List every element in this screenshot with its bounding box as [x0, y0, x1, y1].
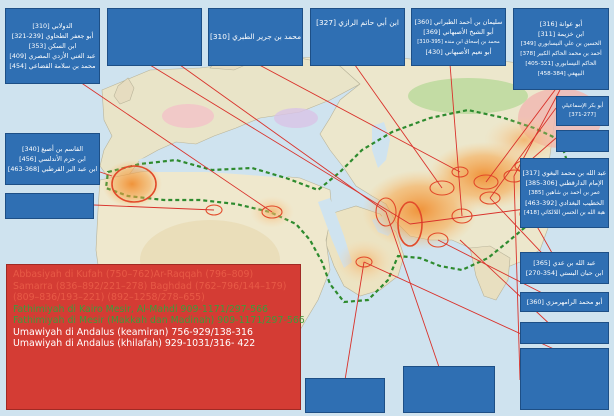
label-box-top6: أبو عوانة [316] ابن خزيمة [311] الحسين ب… [513, 8, 609, 90]
legend-line-6: Umawiyah di Andalus (keamiran) 756-929/1… [13, 326, 253, 338]
label-line: ابن حبان البستي [354-270] [525, 269, 604, 277]
legend-line-3: (809–836/193–221) (892–1258/278–655) [13, 292, 205, 303]
label-box-left2 [5, 193, 94, 219]
label-line: عبد الله بن محمد البغوي [317] [522, 169, 607, 177]
marker-nishapur [473, 174, 499, 190]
marker-jurjan [479, 191, 501, 205]
label-box-top4-lines: ابن أبي حاتم الرازي [327] [311, 9, 404, 65]
dynasty-legend: Abbasiyah di Kufah (750–762)Ar-Raqqah (7… [6, 264, 305, 410]
purple-region [274, 108, 318, 128]
label-box-top1-lines: الدولابي [310] أبو جعفر الطحاوي [239-321… [6, 9, 99, 83]
britain-land [113, 77, 135, 105]
connector-right7b [513, 175, 521, 381]
label-box-right5-lines: أبو محمد الرامهرمزي [360] [521, 293, 608, 311]
glow-andalus [102, 160, 162, 208]
label-box-right6 [520, 322, 609, 344]
label-box-left1: القاسم بن أصبغ [340] ابن حزم الأندلسي [4… [5, 133, 100, 185]
label-box-right4-lines: عبد الله بن عدي [365] ابن حبان البستي [3… [521, 253, 608, 283]
india-land [469, 245, 511, 301]
label-box-bottom1 [305, 378, 385, 413]
label-line: عمر بن أحمد بن شاهين [385] [528, 190, 601, 196]
label-line: البيهقي [384-458] [537, 71, 585, 77]
connector-top6b [485, 89, 556, 183]
label-box-left1-lines: القاسم بن أصبغ [340] ابن حزم الأندلسي [4… [6, 134, 99, 184]
label-line: ابن حزم الأندلسي [456] [19, 155, 86, 163]
marker-tabaristan [451, 166, 469, 178]
label-line: محمد بن إسحاق ابن منده [395-310] [417, 39, 500, 45]
connector-top3 [249, 59, 461, 173]
legend-line-4: Fathimiyah di Kairo Mesir, Al-Mahdi 909-… [13, 303, 269, 315]
label-box-right1-lines: أبو بكر الإسماعيلي [277-371] [557, 97, 608, 125]
label-line: أبو الشيخ الأصبهاني [369] [423, 28, 494, 36]
label-box-top2 [107, 8, 202, 66]
label-box-top3: محمد بن جرير الطبري [310] [208, 8, 303, 66]
black-sea [276, 124, 316, 142]
connector-left2 [93, 204, 215, 211]
label-box-right1: أبو بكر الإسماعيلي [277-371] [556, 96, 609, 126]
label-line: القاسم بن أصبغ [340] [22, 145, 83, 153]
label-line: عبد الله بن عدي [365] [533, 259, 596, 267]
legend-line-5: Fathimiyah di Mesir (Makkah dan Madinah)… [13, 315, 305, 326]
marker-basra [427, 232, 449, 248]
legend-line-2: Samarra (836–892/221–278) Baghdad (762–7… [13, 280, 287, 292]
label-line: الخطيب البغدادي [392-463] [525, 199, 604, 207]
marker-damascus [375, 197, 397, 227]
label-line: أبو بكر الإسماعيلي [277-371] [561, 103, 604, 118]
connector-right1 [489, 107, 557, 199]
connector-bottom2 [385, 211, 441, 371]
label-box-right3-lines: عبد الله بن محمد البغوي [317] الإمام الد… [521, 159, 608, 227]
label-box-right7 [520, 348, 609, 410]
label-line: محمد بن سلامة القضاعي [454] [9, 62, 96, 70]
connector-top1 [79, 81, 273, 213]
legend-line-1: Abbasiyah di Kufah (750–762)Ar-Raqqah (7… [13, 269, 254, 280]
marker-cairo [261, 205, 283, 219]
label-box-top4: ابن أبي حاتم الرازي [327] [310, 8, 405, 66]
label-line: ابن السكن [353] [28, 42, 77, 50]
label-line: سليمان بن أحمد الطبراني [360] [414, 18, 503, 26]
label-line: أبو جعفر الطحاوي [239-321] [11, 32, 94, 40]
label-box-right5: أبو محمد الرامهرمزي [360] [520, 292, 609, 312]
label-line: الحاكم النيسابوري [321-405] [525, 61, 597, 67]
label-box-top5: سليمان بن أحمد الطبراني [360] أبو الشيخ … [411, 8, 506, 66]
connector-bottom1 [344, 261, 365, 381]
label-line: ابن عبد البر القرطبي [368-463] [7, 165, 98, 173]
marker-baghdad [397, 201, 423, 247]
label-line: ابن خزيمة [311] [537, 30, 585, 38]
connector-right6 [459, 239, 557, 331]
connector-top2 [149, 64, 411, 225]
label-line: أحمد بن محمد الحاكم الكبير [378] [520, 51, 602, 57]
label-line: محمد بن جرير الطبري [310] [209, 32, 302, 41]
label-line: أبو عوانة [316] [539, 20, 583, 28]
label-line: أبو نعيم الأصبهاني [430] [425, 48, 492, 56]
label-line: ابن أبي حاتم الرازي [327] [316, 18, 399, 27]
marker-rayy [429, 180, 455, 196]
connector-right5 [437, 239, 557, 301]
connector-top4 [349, 57, 443, 189]
connector-top2b [179, 64, 387, 213]
label-line: عبد الغني الأزدي المصري [409] [9, 52, 96, 60]
marker-makkah [355, 256, 373, 268]
label-box-top3-lines: محمد بن جرير الطبري [310] [209, 9, 302, 65]
marker-andalus [111, 165, 157, 203]
glow-khurasan [484, 116, 564, 164]
connector-top5 [449, 63, 463, 217]
label-box-right2 [556, 130, 609, 152]
label-line: الإمام الدارقطني [306-385] [525, 179, 604, 187]
label-line: هبة الله بن الحسن اللالكائي [418] [524, 210, 605, 216]
label-line: أبو محمد الرامهرمزي [360] [526, 298, 603, 306]
label-line: الدولابي [310] [32, 22, 73, 30]
label-box-bottom2 [403, 366, 495, 413]
label-box-top1: الدولابي [310] أبو جعفر الطحاوي [239-321… [5, 8, 100, 84]
label-box-top5-lines: سليمان بن أحمد الطبراني [360] أبو الشيخ … [412, 9, 505, 65]
label-box-top6-lines: أبو عوانة [316] ابن خزيمة [311] الحسين ب… [514, 9, 608, 89]
label-box-right3: عبد الله بن محمد البغوي [317] الإمام الد… [520, 158, 609, 228]
green-region-north [408, 78, 528, 114]
label-box-right4: عبد الله بن عدي [365] ابن حبان البستي [3… [520, 252, 609, 284]
legend-line-7: Umawiyah di Andalus (khilafah) 929-1031/… [13, 338, 256, 349]
mediterranean-sea [138, 148, 296, 178]
pink-region-west [162, 104, 214, 128]
label-line: الحسين بن علي النيسابوري [349] [520, 41, 602, 47]
caspian-sea [372, 122, 390, 168]
